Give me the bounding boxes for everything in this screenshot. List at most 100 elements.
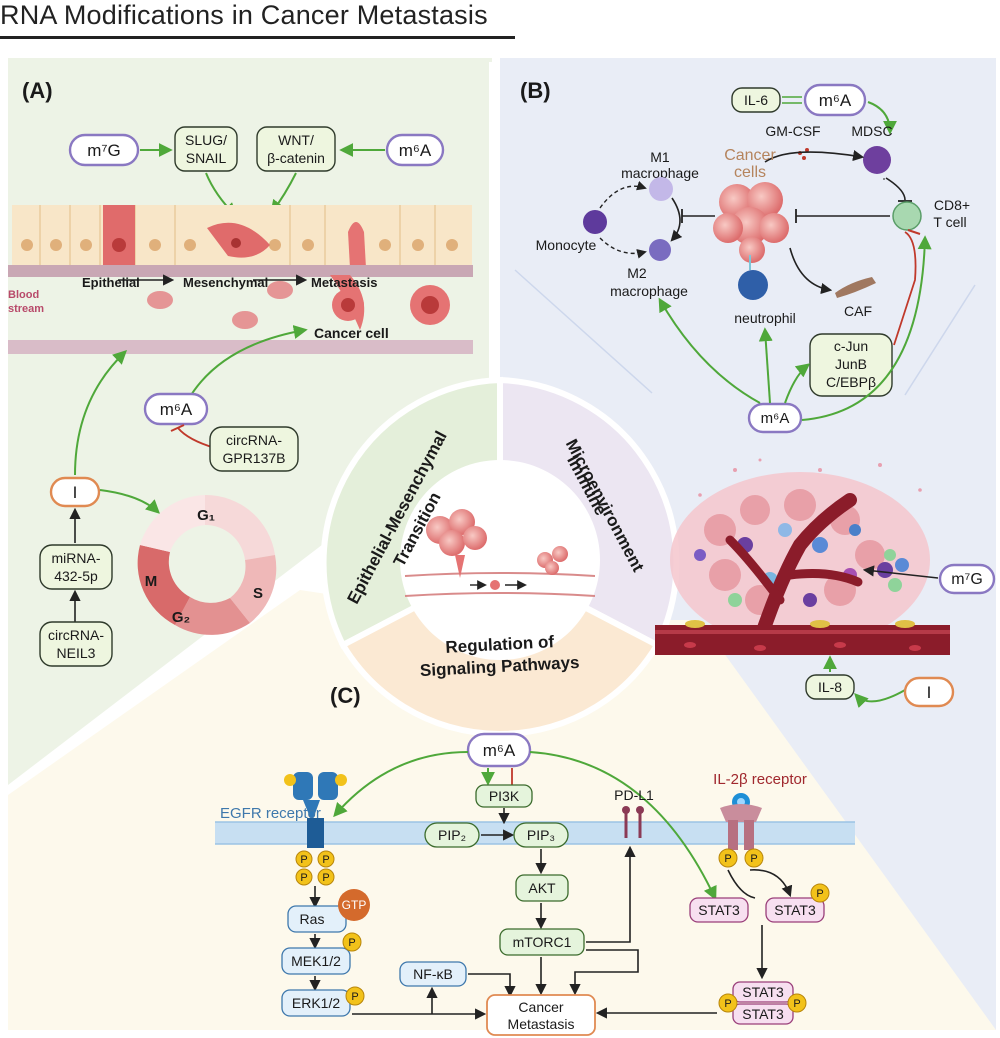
il2-phospho-1 [718,848,738,868]
i-box-a [49,476,101,508]
panel-b-label: (B) [520,78,551,103]
mirna-label-line2: 432-5p [54,568,98,584]
m2-label-line2: macrophage [610,283,688,299]
circ-gpr-box [209,426,299,472]
m2-macrophage-cell [649,239,671,261]
il8-box [805,674,855,700]
cancer-cells-label-line1: Cancer [724,147,776,164]
il8-label: IL-8 [818,679,842,695]
gtp-badge [338,889,370,921]
il2-p1-label: P [724,853,731,865]
stat3-left-box [689,897,749,923]
wheel-center-illustration [404,509,596,597]
ras-box [287,905,347,933]
stat3-dimer-top-box [732,981,794,1003]
tumor-vessel-illustration [655,458,950,655]
erk-p-label: P [351,991,358,1003]
m6a-b-bottom-label: m⁶A [761,410,790,427]
mdsc-label: MDSC [851,123,892,139]
mek-phospho [342,932,362,952]
gtp-label: GTP [342,898,367,912]
m7g-box [68,133,140,167]
phase-g2-label: G₂ [172,609,190,626]
circ-gpr-label-line2: GPR137B [222,450,285,466]
wnt-box [256,126,336,172]
m7g-b-label: m⁷G [951,571,983,588]
egfr-label: EGFR receptor [220,805,321,822]
phase-g1-label: G₁ [197,507,215,524]
nfkb-box [399,961,467,987]
egfr-phospho-4 [317,868,335,886]
phase-s-label: S [253,585,263,602]
cd8-t-cell [892,201,922,231]
circ-neil-label-line2: NEIL3 [57,645,96,661]
mek-p-label: P [348,937,355,949]
blood-stream-label-line1: Blood [8,289,39,301]
neutrophil-cell [738,270,768,300]
neutrophil-label: neutrophil [734,310,796,326]
epithelium-illustration [8,205,473,354]
i-label-b: I [927,683,932,702]
panel-c-label: (C) [330,683,361,708]
tf-label-line3: C/EBPβ [826,374,876,390]
stat3-dimer-top-label: STAT3 [742,984,784,1000]
center-wheel: Epithelial-Mesenchymal Transition Immune… [320,376,680,737]
pi3k-box [475,784,533,808]
dimer-phospho-left [718,993,738,1013]
dimer-p-right-label: P [793,998,800,1010]
stat3-phospho [810,883,830,903]
panel-a: (A) m⁷G SLUG/ SNAIL WNT/ β-catenin m⁶A [8,78,473,667]
panel-c: (C) m⁶A EGFR receptor P P P [215,683,855,1036]
panel-b: (B) IL-6 m⁶A M1 macrophage GM-CSF MDSC C… [514,78,996,708]
ras-label: Ras [300,911,325,927]
epithelial-label: Epithelial [82,275,140,290]
mirna-label-line1: miRNA- [52,550,101,566]
mirna-box [39,544,113,590]
panel-c-background [8,590,996,1030]
i-label-a: I [73,483,78,502]
nfkb-label: NF-κB [413,966,453,982]
m6a-c-box [466,732,532,768]
monocyte-cell [583,210,607,234]
m6a-top-label: m⁶A [399,141,432,160]
mesenchymal-label: Mesenchymal [183,275,268,290]
outcome-label-line1: Cancer [518,999,563,1015]
dimer-p-left-label: P [724,998,731,1010]
egfr-p1-label: P [300,854,307,866]
egfr-phospho-1 [295,850,313,868]
figure-title: RNA Modifications in Cancer Metastasis [0,0,488,30]
egfr-phospho-2 [317,850,335,868]
egfr-p2-label: P [322,854,329,866]
metastasis-label: Metastasis [311,275,377,290]
il2-label: IL-2β receptor [713,771,807,788]
mek-label: MEK1/2 [291,953,341,969]
wnt-label-line2: β-catenin [267,150,325,166]
pip2-label: PIP₂ [438,827,466,843]
monocyte-label: Monocyte [536,237,597,253]
m1-macrophage-cell [649,177,673,201]
il2-p2-label: P [750,853,757,865]
akt-label: AKT [528,880,556,896]
pdl1-label: PD-L1 [614,787,654,803]
m6a-c-label: m⁶A [483,741,516,760]
stat3-right-label: STAT3 [774,902,816,918]
m1-label-line1: M1 [650,149,670,165]
mtorc1-label: mTORC1 [513,934,572,950]
slug-label-line1: SLUG/ [185,132,227,148]
m7g-b-box [938,563,996,595]
caf-cell [835,277,876,298]
tf-label-line2: JunB [835,356,867,372]
panel-a-label: (A) [22,78,53,103]
stat3-dimer-bottom-box [732,1003,794,1025]
m6a-b-top-label: m⁶A [819,91,852,110]
egfr-p3-label: P [300,872,307,884]
slug-label-line2: SNAIL [186,150,227,166]
tumor-cluster [713,182,789,263]
m6a-top-box [385,133,445,167]
wnt-label-line1: WNT/ [278,132,314,148]
egfr-p4-label: P [322,872,329,884]
il2-receptor-illustration [720,793,762,850]
slug-snail-box [174,126,238,172]
il2-phospho-2 [744,848,764,868]
